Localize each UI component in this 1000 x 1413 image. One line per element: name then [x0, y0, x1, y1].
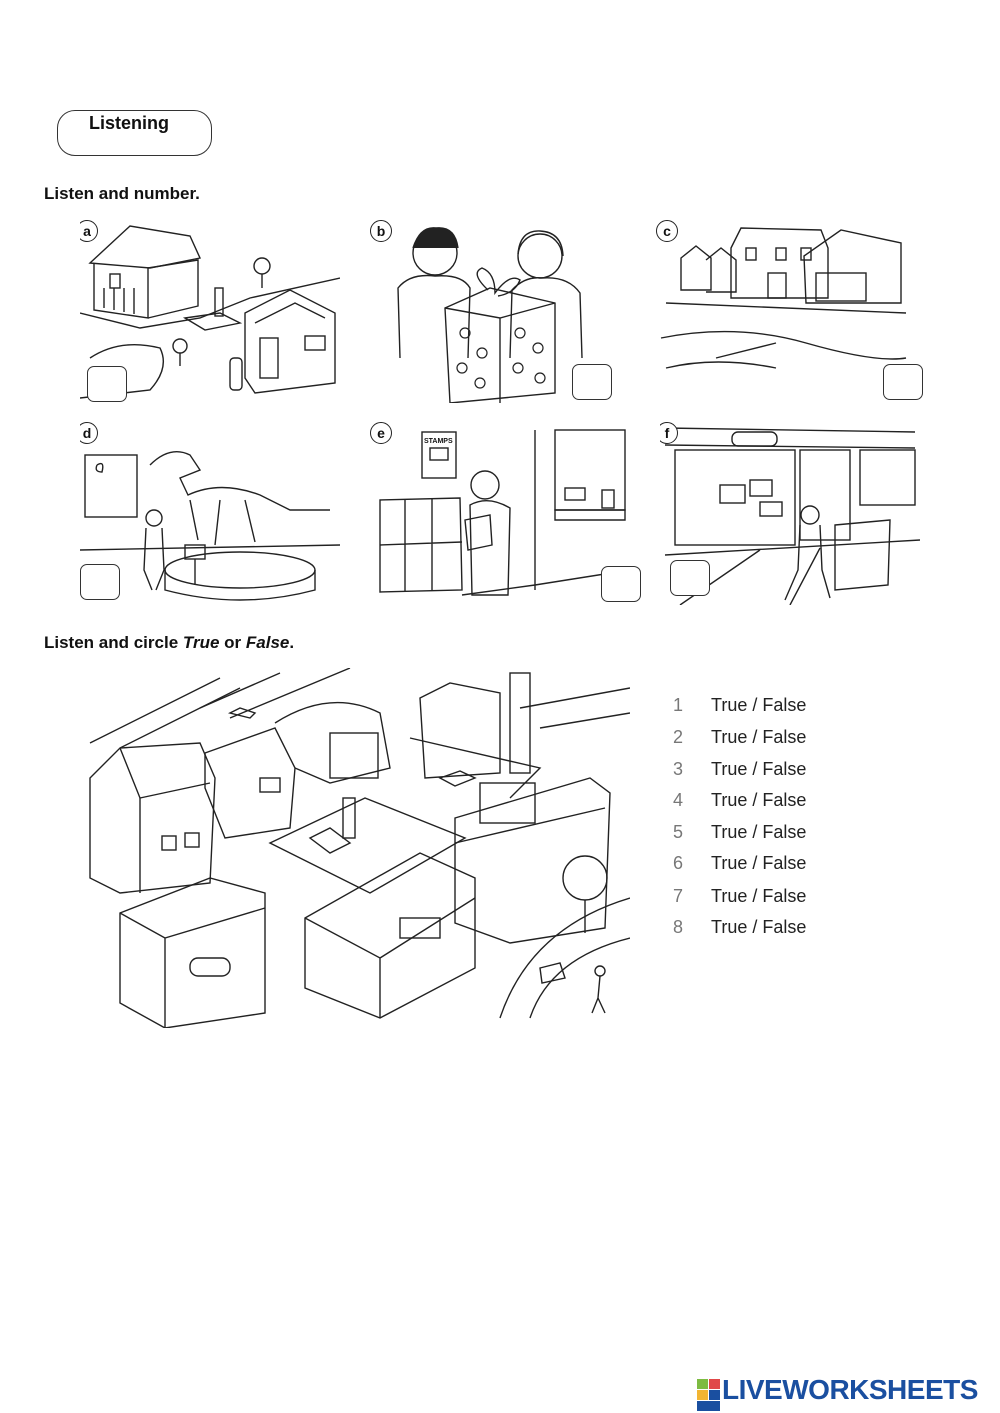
instruction-text: . — [289, 633, 295, 652]
tf-item-7[interactable]: 7 True / False — [673, 886, 806, 907]
panel-letter: c — [656, 220, 678, 242]
exercise2-instruction: Listen and circle True or False. — [44, 633, 294, 653]
liveworksheets-logo-icon — [697, 1379, 720, 1411]
picture-panel-b: b — [370, 218, 630, 403]
stamps-sign: STAMPS — [424, 438, 453, 445]
shopping-mall-illustration — [664, 427, 920, 605]
item-number: 5 — [673, 822, 684, 842]
item-options[interactable]: True / False — [711, 759, 807, 779]
panel-letter: e — [370, 422, 392, 444]
brand-wordmark[interactable]: LIVEWORKSHEETS — [722, 1374, 978, 1405]
tf-item-6[interactable]: 6 True / False — [673, 853, 806, 874]
item-options[interactable]: True / False — [711, 790, 807, 810]
item-options[interactable]: True / False — [711, 917, 807, 937]
tf-item-2[interactable]: 2 True / False — [673, 727, 806, 748]
section-badge-label: Listening — [89, 113, 169, 133]
picture-panel-e: e STAMPS — [370, 420, 630, 605]
seaside-town-illustration — [660, 227, 907, 369]
town-square-illustration — [80, 225, 340, 399]
item-options[interactable]: True / False — [711, 822, 807, 842]
panel-letter: f — [660, 422, 678, 444]
item-number: 4 — [673, 790, 684, 810]
instruction-text: Listen and circle — [44, 633, 183, 652]
tf-item-3[interactable]: 3 True / False — [673, 759, 806, 780]
picture-panel-c: c — [656, 218, 916, 403]
museum-dinosaur-illustration — [80, 451, 340, 601]
section-badge: Listening — [57, 110, 212, 156]
instruction-true: True — [182, 633, 220, 652]
instruction-text: or — [219, 633, 246, 652]
item-number: 3 — [673, 759, 684, 779]
tf-item-8[interactable]: 8 True / False — [673, 917, 806, 938]
item-options[interactable]: True / False — [711, 727, 807, 747]
panel-letter: d — [80, 422, 98, 444]
answer-box-c[interactable] — [883, 364, 923, 400]
item-number: 1 — [673, 695, 684, 715]
item-options[interactable]: True / False — [711, 695, 807, 715]
item-number: 2 — [673, 727, 684, 747]
item-number: 8 — [673, 917, 684, 937]
item-number: 6 — [673, 853, 684, 873]
item-number: 7 — [673, 886, 684, 906]
answer-box-a[interactable] — [87, 366, 127, 402]
post-office-illustration — [379, 429, 630, 596]
tf-item-4[interactable]: 4 True / False — [673, 790, 806, 811]
town-map-illustration — [80, 667, 631, 1029]
answer-box-d[interactable] — [80, 564, 120, 600]
tf-item-5[interactable]: 5 True / False — [673, 822, 806, 843]
answer-box-b[interactable] — [572, 364, 612, 400]
panel-letter: b — [370, 220, 392, 242]
exercise1-instruction: Listen and number. — [44, 184, 200, 203]
picture-panel-d: d — [80, 420, 340, 605]
town-map-drawing — [89, 667, 631, 1029]
picture-panel-a: a — [80, 218, 340, 403]
item-options[interactable]: True / False — [711, 853, 807, 873]
item-options[interactable]: True / False — [711, 886, 807, 906]
answer-box-f[interactable] — [670, 560, 710, 596]
instruction-false: False — [245, 633, 290, 652]
children-gift-illustration — [397, 227, 583, 403]
panel-letter: a — [80, 220, 98, 242]
answer-box-e[interactable] — [601, 566, 641, 602]
picture-panel-f: f — [660, 420, 920, 605]
tf-item-1[interactable]: 1 True / False — [673, 695, 806, 716]
